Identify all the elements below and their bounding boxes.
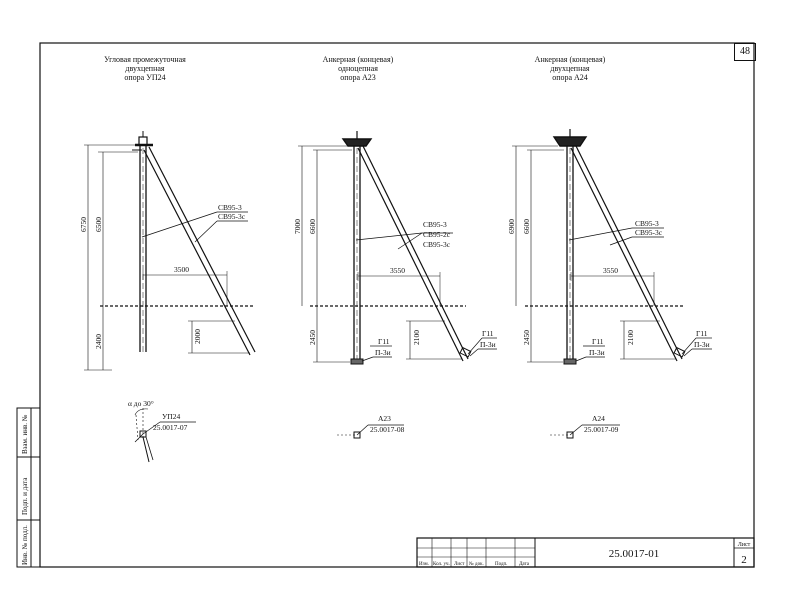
tb-col-podp: Подп. — [495, 562, 507, 567]
plan-a23-code: 25.0017-08 — [370, 425, 405, 434]
a23-foot-right-1: Г11 — [482, 329, 494, 338]
a23-brace-1: СВ95-3 — [423, 220, 447, 229]
tb-doc-code: 25.0017-01 — [609, 548, 659, 560]
side-stamp-labels: Взам. инв. № Подп. и дата Инв. № подл. — [21, 414, 29, 565]
a23-foot-left-2: П-3и — [375, 348, 391, 357]
stamp-sign-date: Подп. и дата — [21, 477, 29, 515]
a23-brace-3: СВ95-3с — [423, 240, 451, 249]
plan-a24-name: А24 — [592, 414, 605, 423]
plan-up24-angle: α до 30° — [128, 399, 154, 408]
a24-foot-left-2: П-3и — [589, 348, 605, 357]
plan-a23 — [337, 424, 404, 439]
tb-col-list: Лист — [454, 562, 465, 567]
a23-underground: 2450 — [308, 330, 317, 345]
plan-up24-name: УП24 — [162, 412, 180, 421]
tb-sheet-label: Лист — [738, 542, 751, 548]
sheet-number: 48 — [734, 43, 756, 61]
a24-strut-span: 3550 — [603, 266, 618, 275]
plan-up24 — [134, 408, 196, 463]
pole-a24-labels: СВ95-3 СВ95-3с 3550 6900 6600 2450 2100 … — [507, 219, 710, 357]
up24-strut-span: 3500 — [174, 265, 189, 274]
up24-brace-1: СВ95-3 — [218, 203, 242, 212]
plan-up24-code: 25.0017-07 — [153, 423, 188, 432]
title-up24-line-1: Угловая промежуточная — [104, 55, 186, 64]
a24-foot-right-1: Г11 — [696, 329, 708, 338]
title-a24-line-3: опора А24 — [552, 73, 588, 82]
up24-height-2: 6500 — [94, 217, 103, 232]
tb-col-kolu: Кол. уч. — [433, 562, 450, 567]
pole-a23-labels: СВ95-3 СВ95-2с СВ95-3с 3550 7000 6600 24… — [293, 219, 496, 357]
a23-foot-left-1: Г11 — [378, 337, 390, 346]
stamp-replace-inv: Взам. инв. № — [21, 414, 29, 454]
a24-foot-right-2: П-3и — [694, 340, 710, 349]
title-block-text: Изм. Кол. уч. Лист № док. Подп. Дата 25.… — [419, 542, 751, 567]
title-up24: Угловая промежуточная двухцепная опора У… — [90, 55, 200, 82]
a24-height-1: 6900 — [507, 219, 516, 234]
title-a23: Анкерная (концевая) одноцепная опора А23 — [303, 55, 413, 82]
a23-strut-span: 3550 — [390, 266, 405, 275]
a23-strut-depth: 2100 — [412, 330, 421, 345]
a24-brace-2: СВ95-3с — [635, 228, 663, 237]
plan-a24-code: 25.0017-09 — [584, 425, 619, 434]
pole-up24-labels: СВ95-3 СВ95-3с 3500 6750 6500 2400 2000 — [79, 203, 246, 349]
title-up24-line-3: опора УП24 — [124, 73, 166, 82]
plan-labels: α до 30° УП24 25.0017-07 А23 25.0017-08 … — [128, 399, 619, 434]
title-a23-line-3: опора А23 — [340, 73, 376, 82]
pole-a24 — [512, 129, 712, 365]
plan-a23-name: А23 — [378, 414, 391, 423]
plan-a24 — [550, 424, 620, 439]
title-up24-line-2: двухцепная — [125, 64, 165, 73]
a24-brace-1: СВ95-3 — [635, 219, 659, 228]
a24-foot-left-1: Г11 — [592, 337, 604, 346]
a23-height-2: 6600 — [308, 219, 317, 234]
tb-col-data: Дата — [519, 562, 530, 567]
pole-a23 — [298, 131, 497, 365]
tb-col-izm: Изм. — [419, 562, 429, 567]
up24-height-1: 6750 — [79, 217, 88, 232]
a24-height-2: 6600 — [522, 219, 531, 234]
title-a23-line-2: одноцепная — [338, 64, 378, 73]
title-a23-line-1: Анкерная (концевая) — [322, 55, 394, 64]
up24-strut-depth: 2000 — [193, 329, 202, 344]
a24-underground: 2450 — [522, 330, 531, 345]
title-block — [416, 537, 755, 568]
pole-up24 — [84, 131, 256, 371]
a23-foot-right-2: П-3и — [480, 340, 496, 349]
stamp-orig-inv: Инв. № подл. — [21, 525, 29, 565]
a24-strut-depth: 2100 — [626, 330, 635, 345]
tb-sheet-value: 2 — [741, 554, 747, 566]
a23-brace-2: СВ95-2с — [423, 230, 451, 239]
title-a24: Анкерная (концевая) двухцепная опора А24 — [515, 55, 625, 82]
title-a24-line-2: двухцепная — [550, 64, 590, 73]
a23-height-1: 7000 — [293, 219, 302, 234]
sheet-frame — [39, 42, 755, 568]
side-stamp — [16, 407, 41, 568]
up24-underground: 2400 — [94, 334, 103, 349]
title-a24-line-1: Анкерная (концевая) — [534, 55, 606, 64]
up24-brace-2: СВ95-3с — [218, 212, 246, 221]
tb-col-ndok: № док. — [469, 561, 484, 567]
